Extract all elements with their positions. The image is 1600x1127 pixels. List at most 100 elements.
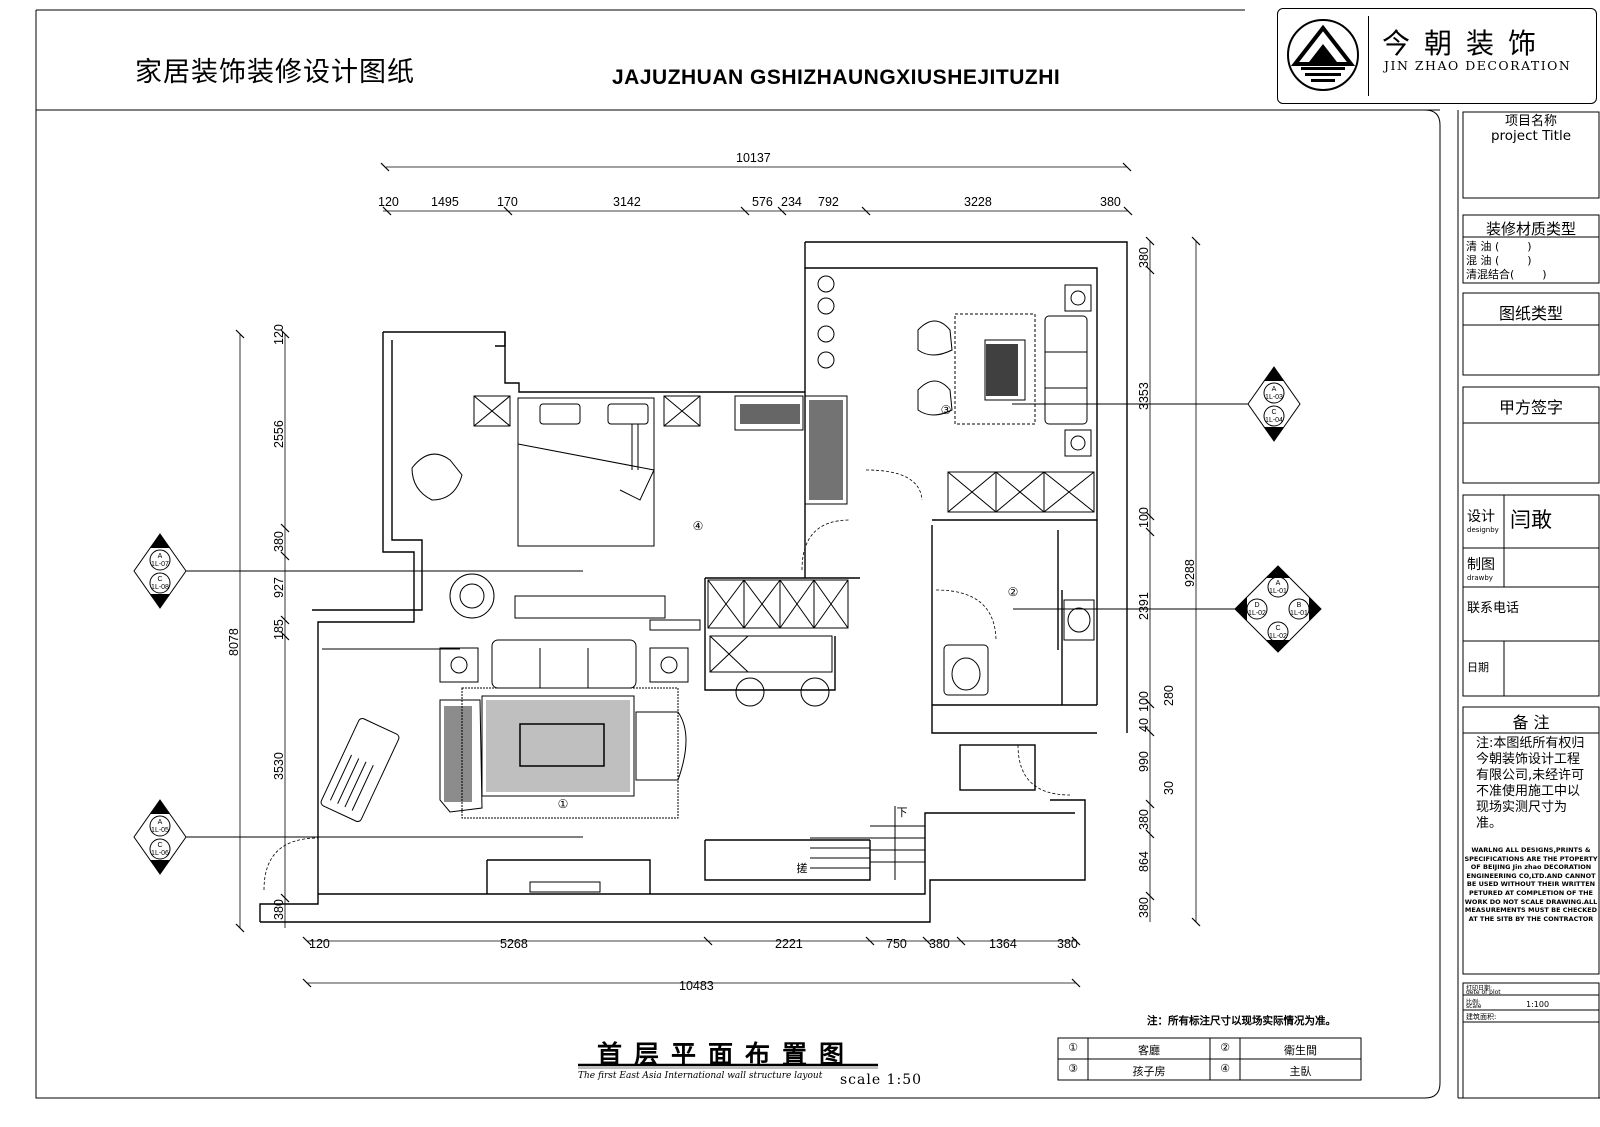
marker-m4-b-ref: 1L-01 [1290, 610, 1308, 617]
material-option-1: 清 油 ( ) [1466, 240, 1532, 253]
designer-name: 闫敢 [1510, 508, 1552, 532]
warning-text: WARLNG ALL DESIGNS,PRINTS & SPECIFICATIO… [1464, 846, 1598, 923]
drawing-title: 首层平面布置图 [597, 1040, 857, 1069]
room-number-3: ③ [941, 403, 952, 417]
dim-bottom-5: 1364 [989, 937, 1017, 951]
remarks-text: 注:本图纸所有权归今朝装饰设计工程有限公司,未经许可不准使用施工中以现场实测尺寸… [1476, 736, 1585, 831]
drafting-label-en: drawby [1467, 574, 1493, 582]
marker-m2-a: A [158, 819, 163, 826]
legend-num-2: ② [1220, 1041, 1230, 1054]
dim-bottom-6: 380 [1057, 937, 1078, 951]
scale-label-en: scale [1466, 1003, 1482, 1010]
dim-left-1: 2556 [272, 420, 286, 448]
dim-left-total: 8078 [227, 628, 241, 656]
dim-top-2: 170 [497, 195, 518, 209]
marker-m4-c: C [1275, 625, 1280, 632]
marker-m4-a: A [1276, 580, 1281, 587]
room-number-4: ④ [693, 519, 704, 533]
dim-left-4: 185 [272, 619, 286, 640]
dim-left-5: 3530 [272, 752, 286, 780]
dim-top-6: 792 [818, 195, 839, 209]
marker-m1-c: C [157, 576, 162, 583]
dim-right-9: 380 [1137, 897, 1151, 918]
header-title-cn: 家居装饰装修设计图纸 [135, 57, 415, 88]
stair-up-label: 搓 [797, 861, 808, 875]
drawing-subtitle: The first East Asia International wall s… [578, 1071, 823, 1081]
dim-right-3: 2391 [1137, 592, 1151, 620]
dim-right-4: 100 [1137, 691, 1151, 712]
dim-top-0: 120 [378, 195, 399, 209]
dim-bottom-2: 2221 [775, 937, 803, 951]
dim-bottom-total: 10483 [679, 979, 714, 993]
print-date-label-cn: 打印日期: [1466, 985, 1493, 992]
design-label-en: designby [1467, 526, 1499, 534]
dim-top-total: 10137 [736, 151, 771, 165]
dim-right-0: 380 [1137, 247, 1151, 268]
legend-name-2: 衛生間 [1284, 1044, 1317, 1057]
marker-m1-c-ref: 1L-08 [151, 584, 169, 591]
project-title-cn: 项目名称 [1504, 114, 1557, 129]
dim-left-6: 380 [272, 899, 286, 920]
dim-left-2: 380 [272, 531, 286, 552]
marker-m4-b: B [1297, 602, 1302, 609]
company-name-cn: 今朝装饰 [1382, 27, 1551, 60]
dim-right-5: 40 [1137, 718, 1151, 732]
marker-m4-d-ref: 1L-02 [1248, 610, 1266, 617]
marker-m2-c-ref: 1L-06 [151, 850, 169, 857]
dim-right-6: 990 [1137, 751, 1151, 772]
dim-right-2: 100 [1137, 507, 1151, 528]
dim-right-8: 864 [1137, 851, 1151, 872]
design-label-cn: 设计 [1467, 509, 1495, 525]
material-type-title: 装修材质类型 [1485, 220, 1576, 238]
marker-m4-c-ref: 1L-02 [1269, 633, 1287, 640]
drawing-scale: scale 1:50 [840, 1072, 923, 1088]
legend-num-3: ③ [1068, 1062, 1078, 1075]
dimension-note: 注：所有标注尺寸以现场实际情况为准。 [1147, 1015, 1336, 1027]
dim-top-7: 3228 [964, 195, 992, 209]
area-label: 建筑面积: [1466, 1013, 1497, 1021]
dim-top-5: 234 [781, 195, 802, 209]
dim-top-3: 3142 [613, 195, 641, 209]
remarks-title: 备 注 [1512, 713, 1550, 732]
room-number-2: ② [1008, 585, 1019, 599]
dim-right-7: 380 [1137, 809, 1151, 830]
material-option-3: 清混结合( ) [1466, 268, 1547, 281]
dim-bottom-4: 380 [929, 937, 950, 951]
drafting-label-cn: 制图 [1467, 557, 1495, 573]
drawing-type-label: 图纸类型 [1498, 304, 1563, 323]
dim-right-extra-1: 30 [1162, 781, 1176, 795]
dim-right-total: 9288 [1183, 559, 1197, 587]
date-label: 日期 [1467, 661, 1489, 674]
mountain-roof-logo-icon [1287, 19, 1359, 91]
dim-bottom-0: 120 [309, 937, 330, 951]
dim-top-8: 380 [1100, 195, 1121, 209]
marker-m4-d: D [1254, 602, 1259, 609]
legend-name-1: 客廳 [1138, 1044, 1160, 1057]
marker-m3-c-ref: 1L-04 [1265, 417, 1283, 424]
dim-top-4: 576 [752, 195, 773, 209]
room-number-1: ① [558, 797, 569, 811]
scale-label-cn: 比例: [1466, 999, 1481, 1006]
marker-m2-a-ref: 1L-05 [151, 827, 169, 834]
company-name-en: JIN ZHAO DECORATION [1384, 58, 1572, 73]
marker-m1-a-ref: 1L-07 [151, 561, 169, 568]
stair-down-label: 下 [897, 807, 908, 819]
print-date-label-en: dete of plot [1466, 989, 1501, 996]
dim-right-extra-0: 280 [1162, 685, 1176, 706]
dim-bottom-1: 5268 [500, 937, 528, 951]
dim-left-3: 927 [272, 577, 286, 598]
marker-m4-a-ref: 1L-01 [1269, 588, 1287, 595]
dim-right-1: 3353 [1137, 382, 1151, 410]
legend-num-1: ① [1068, 1041, 1078, 1054]
client-sign-label: 甲方签字 [1498, 398, 1563, 417]
legend-name-3: 孩子房 [1132, 1065, 1166, 1078]
marker-m3-a: A [1272, 386, 1277, 393]
marker-m2-c: C [157, 842, 162, 849]
legend-name-4: 主臥 [1289, 1065, 1312, 1078]
project-title-en: project Title [1490, 128, 1572, 144]
dim-left-0: 120 [272, 324, 286, 345]
dim-bottom-3: 750 [886, 937, 907, 951]
header-title-en: JAJUZHUAN GSHIZHAUNGXIUSHEJITUZHI [612, 66, 1061, 89]
